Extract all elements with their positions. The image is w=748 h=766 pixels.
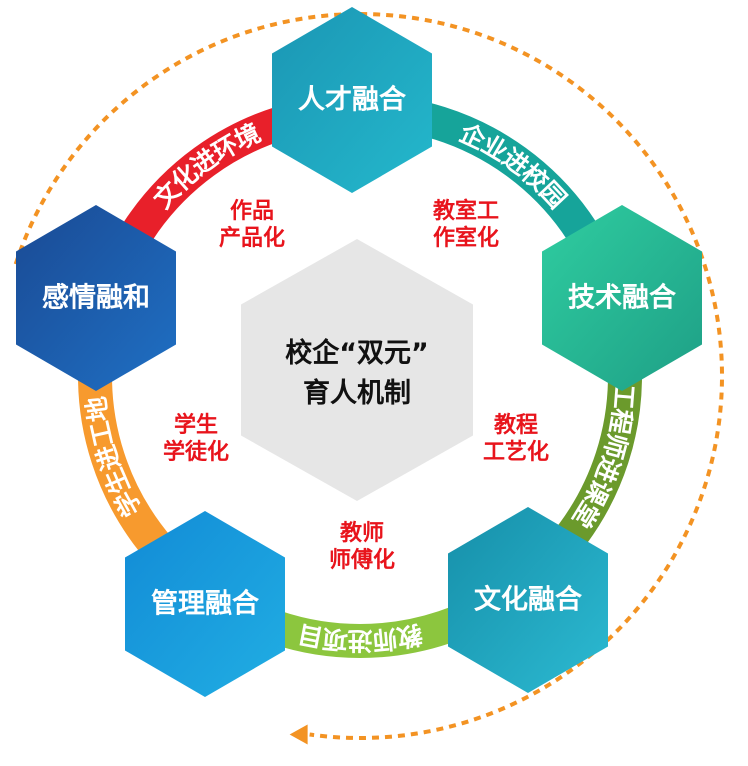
red-label-line2: 学徒化 <box>163 439 229 465</box>
red-label-line1: 教师 <box>340 520 384 546</box>
hexagon-shape <box>542 205 702 391</box>
red-label-line1: 教室工 <box>433 198 499 224</box>
hexagon-shape <box>448 507 608 693</box>
center-title-line1: 校企“双元” <box>285 337 429 369</box>
center-hexagon: 校企“双元” 育人机制 <box>241 239 473 501</box>
hexagon-shape <box>272 7 432 193</box>
red-label-line2: 作室化 <box>433 225 499 251</box>
hexagon-node: 文化融合 <box>448 507 608 693</box>
red-label-line1: 学生 <box>174 412 218 438</box>
dashed-cycle-path <box>13 12 724 740</box>
arrowhead-icon <box>289 724 308 745</box>
center-hexagon-shape <box>241 239 473 501</box>
red-label-line2: 师傅化 <box>329 547 395 573</box>
cycle-arrow <box>13 12 724 745</box>
hexagon-shape <box>16 205 176 391</box>
hexagon-label: 文化融合 <box>474 584 582 616</box>
red-label-line2: 产品化 <box>219 225 285 251</box>
hexagon-node: 感情融和 <box>16 205 176 391</box>
red-label-line1: 作品 <box>230 199 274 224</box>
center-title-line2: 育人机制 <box>303 377 411 409</box>
hexagon-node: 管理融合 <box>125 511 285 697</box>
hexagon-label: 人才融合 <box>298 84 406 116</box>
hexagon-label: 感情融和 <box>42 282 150 314</box>
hexagon-node: 技术融合 <box>542 205 702 391</box>
hexagon-label: 技术融合 <box>568 282 676 314</box>
red-label-line2: 工艺化 <box>483 439 549 465</box>
hexagon-node: 人才融合 <box>272 7 432 193</box>
red-label-line1: 教程 <box>494 412 538 438</box>
hexagon-label: 管理融合 <box>151 588 259 620</box>
hexagon-shape <box>125 511 285 697</box>
